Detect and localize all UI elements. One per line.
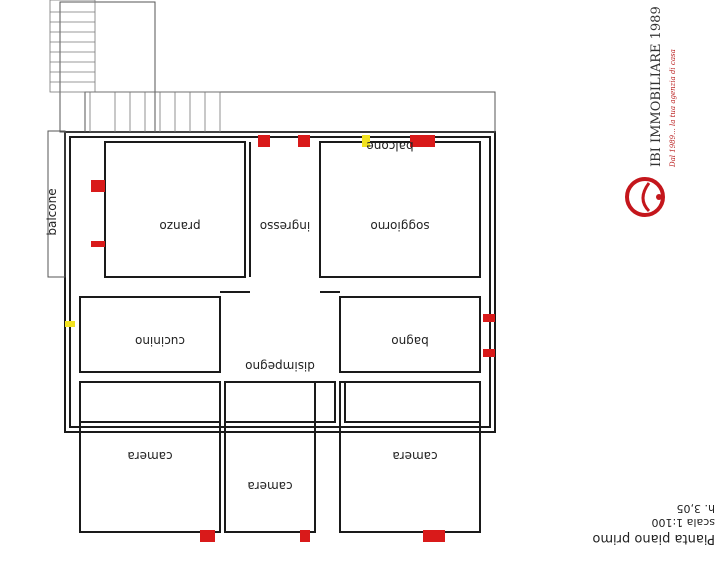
camera-walls [79, 381, 481, 533]
plan-scale: scala 1:100 [651, 516, 715, 529]
room-label-soggiorno: soggiorno [370, 219, 429, 233]
room-label-camera-right: camera [392, 449, 437, 463]
opening [298, 135, 310, 147]
room-label-pranzo: pranzo [159, 219, 200, 233]
opening [300, 530, 310, 542]
brand-name: IBI IMMOBILIARE 1989 [649, 6, 664, 167]
room-label-ingresso: ingresso [260, 219, 310, 233]
opening [65, 321, 75, 327]
outer-walls [64, 131, 496, 433]
brand-slogan: Dal 1989... la tua agenzia di casa [669, 49, 677, 168]
opening [200, 530, 215, 542]
opening [258, 135, 270, 147]
room-label-bagno: bagno [391, 334, 429, 348]
interior-walls [79, 141, 481, 423]
room-label-balcone-top: balcone [366, 139, 413, 153]
room-label-balcone-left: balcone [45, 188, 59, 235]
staircase [49, 0, 221, 133]
openings [65, 135, 495, 542]
plan-height: h. 3,05 [677, 502, 715, 515]
opening [362, 135, 370, 147]
room-label-camera-left: camera [127, 449, 172, 463]
opening [483, 349, 495, 357]
opening [410, 135, 435, 147]
opening [91, 241, 105, 247]
room-label-cucinino: cucinino [135, 334, 185, 348]
balcony-left [47, 130, 66, 278]
opening [91, 180, 105, 192]
room-label-disimpegno: disimpegno [245, 359, 315, 373]
balcony-top [59, 1, 496, 133]
room-label-camera-middle: camera [247, 479, 292, 493]
title-block: Pianta piano primo scala 1:100 h. 3,05 [592, 502, 715, 546]
room-labels: balcone balcone pranzo ingresso soggiorn… [45, 139, 438, 493]
opening [423, 530, 445, 542]
logo-mark-icon [625, 177, 665, 217]
plan-title: Pianta piano primo [592, 531, 715, 546]
opening [483, 314, 495, 322]
brand-logo: IBI IMMOBILIARE 1989 Dal 1989... la tua … [625, 6, 677, 217]
